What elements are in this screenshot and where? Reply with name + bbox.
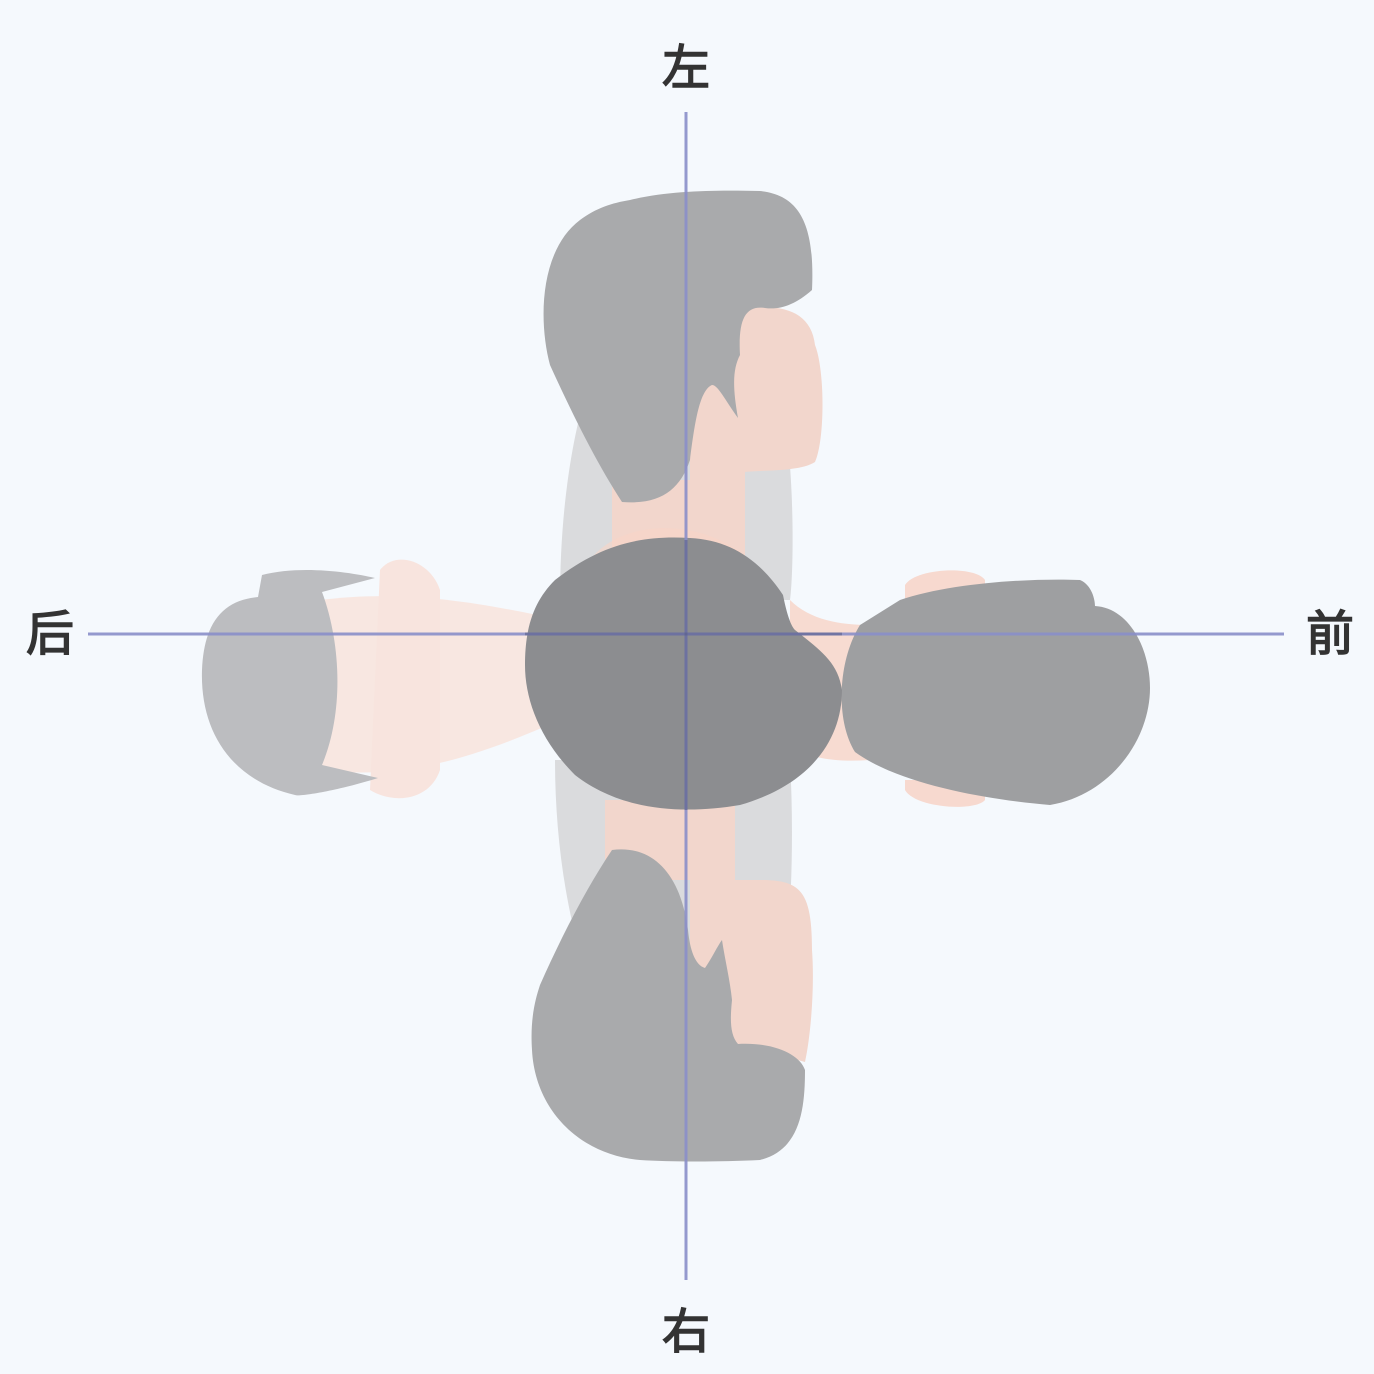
head-top-view-icon <box>525 537 842 810</box>
back-hair <box>201 569 378 796</box>
label-right: 前 <box>1306 606 1354 662</box>
right-hair <box>531 849 805 1162</box>
head-left-view <box>543 190 823 600</box>
back-ear <box>370 559 440 799</box>
head-top-view <box>525 528 842 810</box>
label-bottom: 右 <box>662 1304 710 1360</box>
head-back-view <box>201 559 560 799</box>
head-front-view <box>790 570 1150 807</box>
head-right-view <box>531 760 813 1162</box>
label-left: 后 <box>26 606 74 662</box>
left-hair <box>543 190 813 503</box>
label-top: 左 <box>662 40 710 96</box>
front-hair <box>841 579 1150 805</box>
